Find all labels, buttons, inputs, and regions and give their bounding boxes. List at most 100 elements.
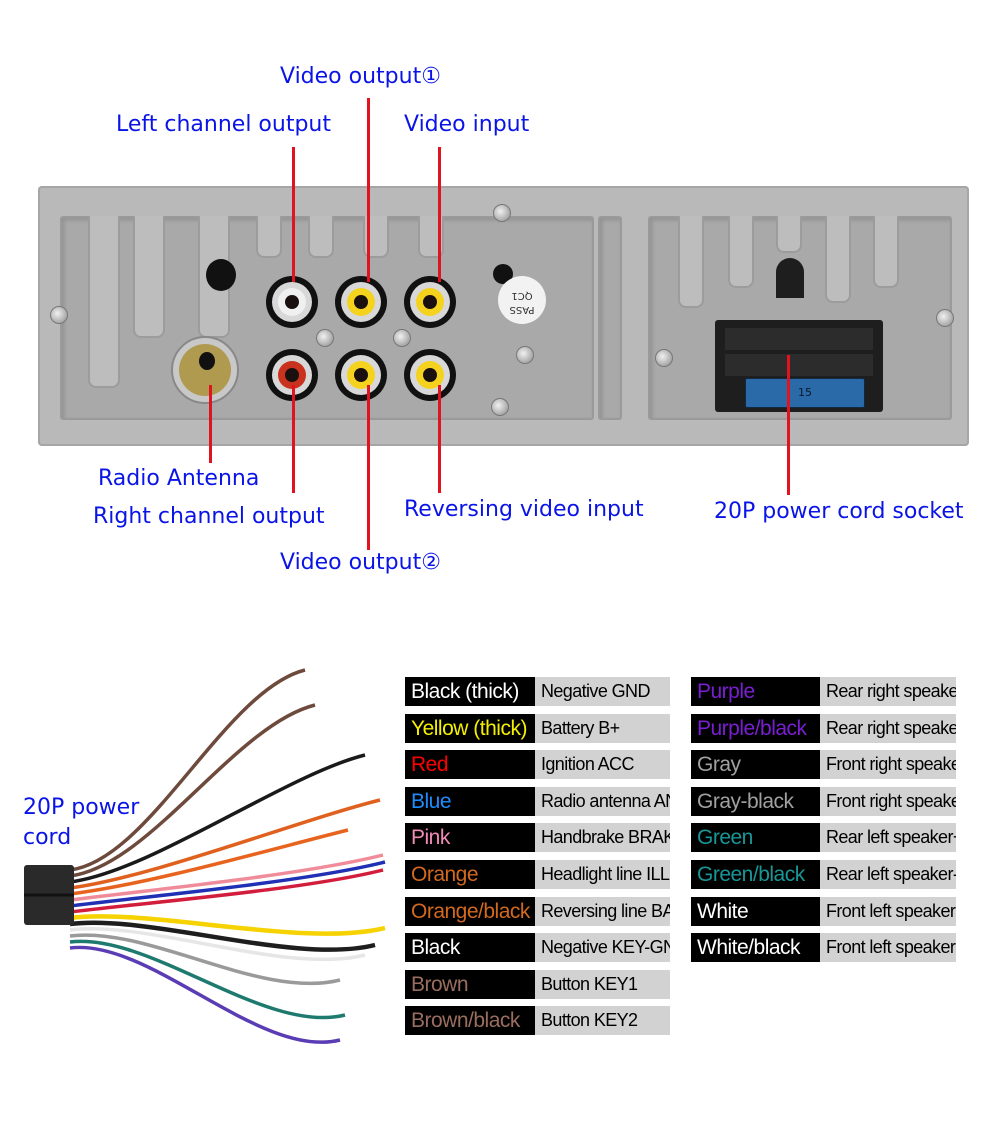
harness-wire-brown	[69, 668, 306, 872]
panel-fin	[256, 216, 282, 258]
wire-color-name: Gray-black	[691, 786, 820, 816]
pointer-radio-antenna	[209, 385, 212, 463]
label-video-output-2: Video output②	[280, 550, 441, 575]
pointer-video-output-1	[367, 98, 370, 282]
wire-function: Front left speaker+	[820, 896, 956, 926]
panel-fin	[88, 216, 120, 388]
label-video-output-1: Video output①	[280, 64, 441, 89]
panel-fin	[776, 216, 802, 253]
wire-function: Button KEY2	[535, 1006, 670, 1036]
label-reversing-video-input: Reversing video input	[404, 497, 644, 522]
pointer-left-channel	[292, 147, 295, 282]
screw	[936, 309, 954, 327]
qc-pass-sticker: PASS QC1	[498, 276, 546, 324]
wire-color-name: Black	[405, 933, 535, 963]
wire-color-name: Pink	[405, 823, 535, 853]
screw	[50, 306, 68, 324]
screw	[316, 329, 334, 347]
pointer-video-input	[438, 147, 441, 282]
rca-left-channel-output	[266, 276, 318, 328]
panel-fin	[678, 216, 704, 308]
wire-function: Battery B+	[535, 713, 670, 743]
wire-color-name: Brown/black	[405, 1006, 535, 1036]
rca-video-input	[404, 276, 456, 328]
wire-function: Headlight line ILL	[535, 860, 670, 889]
wire-function: Rear right speaker+	[820, 677, 956, 706]
harness-wire-orange-black	[69, 798, 381, 890]
panel-fin	[308, 216, 334, 258]
wire-color-name: Brown	[405, 969, 535, 999]
harness-wire-pink	[69, 853, 384, 902]
harness-wire-white	[69, 927, 366, 962]
panel-fin	[873, 216, 899, 288]
wire-function: Negative KEY-GND	[535, 933, 670, 963]
wire-function: Rear right speaker-	[820, 713, 956, 743]
screw	[491, 398, 509, 416]
pointer-reversing-video	[438, 385, 441, 493]
harness-wire-yellow	[69, 914, 386, 936]
wire-function: Ignition ACC	[535, 750, 670, 780]
rca-video-output-2	[335, 349, 387, 401]
label-power-cord-socket: 20P power cord socket	[714, 499, 964, 524]
panel-fin	[825, 216, 851, 303]
harness-wire-red	[69, 868, 384, 914]
rca-reversing-video-input	[404, 349, 456, 401]
fuse-rating: 15	[798, 386, 812, 399]
wire-function: Reversing line BACK	[535, 896, 670, 926]
harness-wire-brown-black	[69, 703, 316, 878]
wire-color-name: Orange/black	[405, 896, 535, 926]
mounting-hole	[206, 259, 236, 291]
wire-color-name: Purple	[691, 677, 820, 706]
wire-color-name: Green/black	[691, 860, 820, 889]
radio-antenna-socket	[171, 336, 239, 404]
harness-wire-black-thick	[69, 920, 376, 952]
wire-function: Rear left speaker-	[820, 860, 956, 889]
panel-fin	[728, 216, 754, 288]
wire-function: Radio antenna ANT	[535, 786, 670, 816]
rca-video-output-1	[335, 276, 387, 328]
wire-color-name: Blue	[405, 786, 535, 816]
wire-color-name: Orange	[405, 860, 535, 889]
wire-color-name: Green	[691, 823, 820, 853]
wire-color-name: White/black	[691, 933, 820, 963]
wire-function: Front right speaker	[820, 786, 956, 816]
wire-function: Front right speaker+	[820, 750, 956, 780]
label-radio-antenna: Radio Antenna	[98, 466, 260, 491]
wire-function: Negative GND	[535, 677, 670, 706]
socket-latch	[776, 258, 804, 298]
pointer-power-socket	[787, 355, 790, 495]
harness-wire-black	[69, 753, 366, 884]
harness-wire-purple	[69, 945, 341, 1044]
fuse: 15	[745, 378, 865, 408]
label-right-channel-output: Right channel output	[93, 504, 325, 529]
harness-wire-green	[69, 939, 346, 1020]
wire-function: Handbrake BRAKE	[535, 823, 670, 853]
screw	[493, 204, 511, 222]
screw	[393, 329, 411, 347]
panel-slot	[598, 216, 622, 420]
wire-color-name: Gray	[691, 750, 820, 780]
pointer-right-channel	[292, 385, 295, 493]
wire-color-name: Purple/black	[691, 713, 820, 743]
label-left-channel-output: Left channel output	[116, 112, 331, 137]
wire-legend-row: Yellow (thick)Battery B+	[405, 713, 670, 743]
wire-color-name: Black (thick)	[405, 677, 535, 706]
screw	[655, 349, 673, 367]
power-cord-socket-20p: 15	[715, 320, 883, 412]
label-harness-line2: cord	[23, 825, 72, 850]
wire-legend-row: Black (thick)Negative GND	[405, 677, 670, 706]
